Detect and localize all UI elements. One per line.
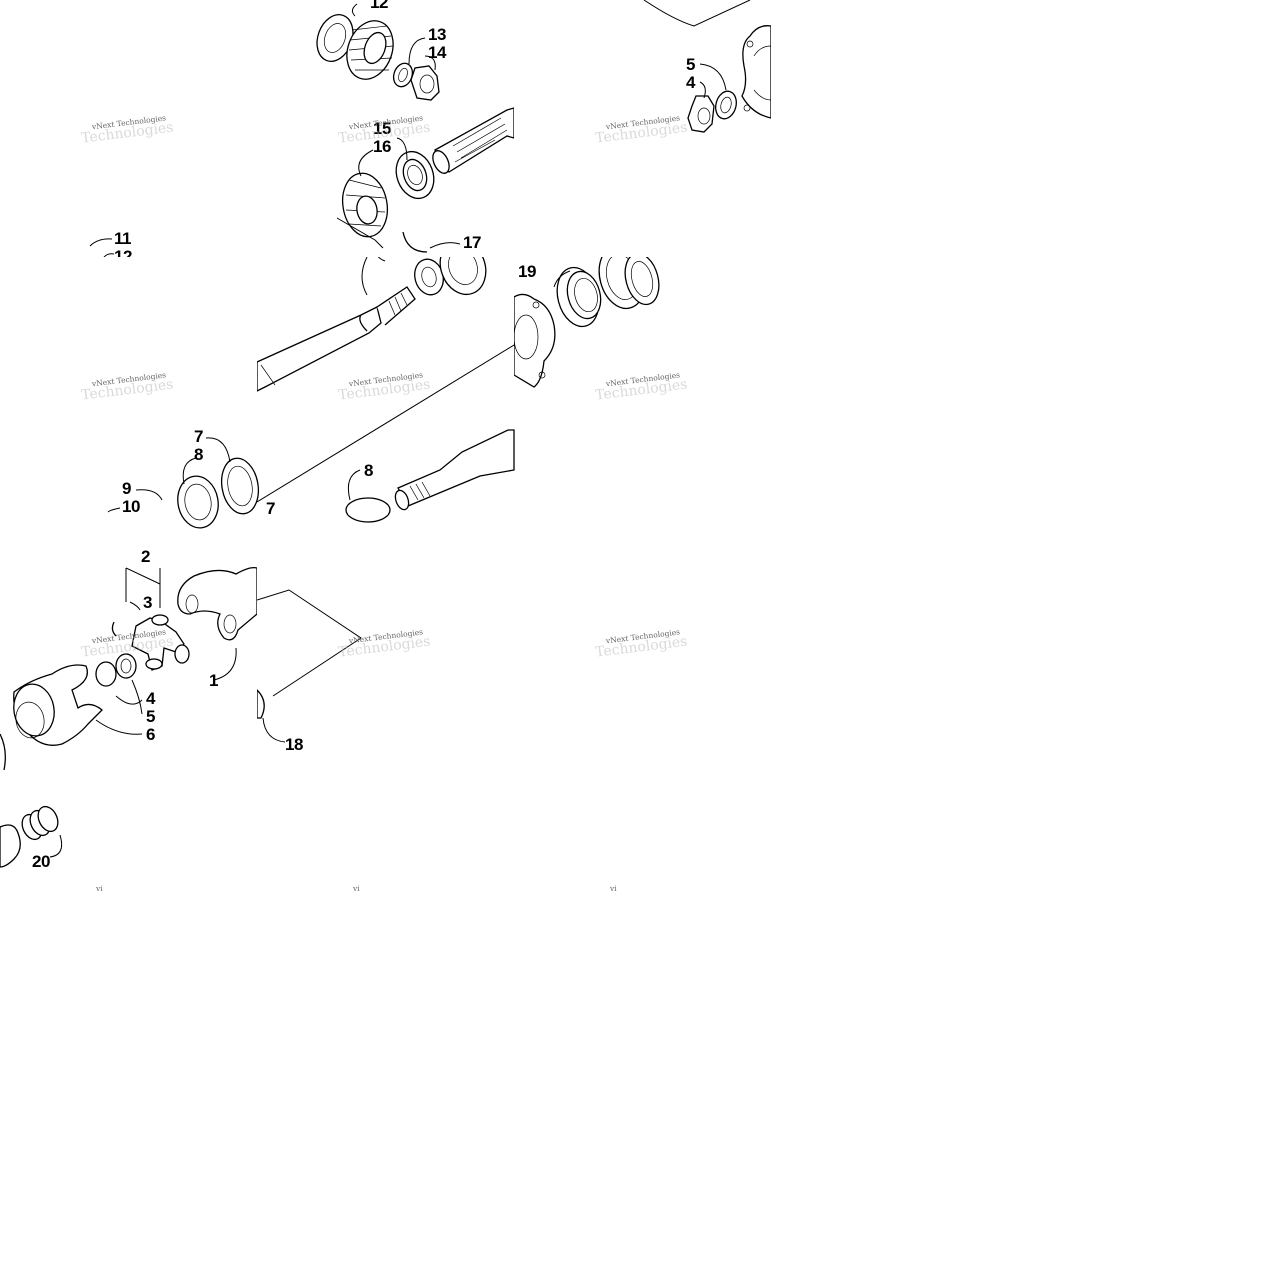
tile-r1-c1: Technologies vNext Technologies (257, 257, 514, 514)
callout-4-top: 4 (686, 73, 696, 92)
callout-8: 8 (194, 445, 203, 464)
tile-r0-c0: Technologies vNext Technologies 11 12 (0, 0, 257, 257)
u-joint-yoke (177, 566, 257, 641)
leader-line (257, 589, 362, 697)
callout-6: 6 (146, 725, 155, 744)
axle-shaft (257, 286, 416, 392)
tile-r0-c2: 5 4 Technologies vNext Technologies (514, 0, 771, 257)
housing-flange (741, 25, 771, 119)
washer (715, 90, 737, 120)
tile-r2-c2: Technologies vNext Technologies (514, 514, 771, 771)
callout-10: 10 (122, 497, 140, 516)
snap-ring (111, 621, 117, 637)
callout-15: 15 (373, 119, 391, 138)
callout-12-top: 12 (370, 0, 388, 12)
callout-5-top: 5 (686, 55, 695, 74)
tile-r3-c1: vi (257, 771, 514, 1028)
watermark-short: vi (352, 884, 360, 893)
splined-shaft (432, 107, 514, 174)
callout-12: 12 (114, 247, 132, 257)
callout-17: 17 (463, 233, 481, 252)
callout-9: 9 (122, 479, 131, 498)
tile-r2-c1: 18 Technologies vNext Technologies (257, 514, 514, 771)
callout-1: 1 (209, 671, 218, 690)
ball-bearing (598, 257, 660, 310)
callout-4: 4 (146, 689, 156, 708)
leader-line (257, 344, 514, 503)
callout-8-right: 8 (364, 461, 373, 480)
callout-20: 20 (32, 852, 50, 871)
tile-r1-c2: 19 Technologies vNext Technologies (514, 257, 771, 514)
callout-16: 16 (373, 137, 391, 156)
snap-ring (402, 231, 428, 253)
bearing (439, 257, 487, 296)
tile-r3-c0: 20 vi (0, 771, 257, 1028)
ball-bearing (395, 150, 435, 200)
bevel-pinion-gear (346, 20, 394, 80)
cross-spider (131, 614, 190, 671)
bearing-cup (95, 661, 117, 687)
drive-yoke (0, 664, 103, 771)
callout-18: 18 (285, 735, 303, 754)
hub-flange (514, 293, 556, 388)
ring-gear (341, 172, 389, 238)
callout-19: 19 (518, 262, 536, 281)
tile-r0-c1: 12 13 14 15 (257, 0, 514, 257)
output-shaft-end (345, 429, 515, 523)
tile-r3-c2: vi (514, 771, 771, 1028)
oil-seal (556, 266, 602, 328)
seal-bearing-group (177, 457, 260, 529)
callout-13: 13 (428, 25, 446, 44)
nut (410, 65, 440, 101)
prop-shaft (257, 689, 265, 719)
seal-ring (115, 653, 137, 679)
callout-11: 11 (114, 229, 131, 248)
callout-5: 5 (146, 707, 155, 726)
callout-3: 3 (143, 593, 152, 612)
callout-14: 14 (428, 43, 447, 62)
spring-shaft-end (0, 805, 59, 868)
callout-7-lower: 7 (266, 499, 275, 518)
callout-7: 7 (194, 427, 203, 446)
tile-r2-c0: 2 3 1 4 5 6 Technologies vNext Technolog… (0, 514, 257, 771)
callout-2: 2 (141, 547, 150, 566)
watermark-short: vi (609, 884, 617, 893)
watermark-short: vi (95, 884, 103, 893)
tile-r1-c0: Technologies vNext Technologies (0, 257, 257, 514)
nut (687, 95, 715, 133)
